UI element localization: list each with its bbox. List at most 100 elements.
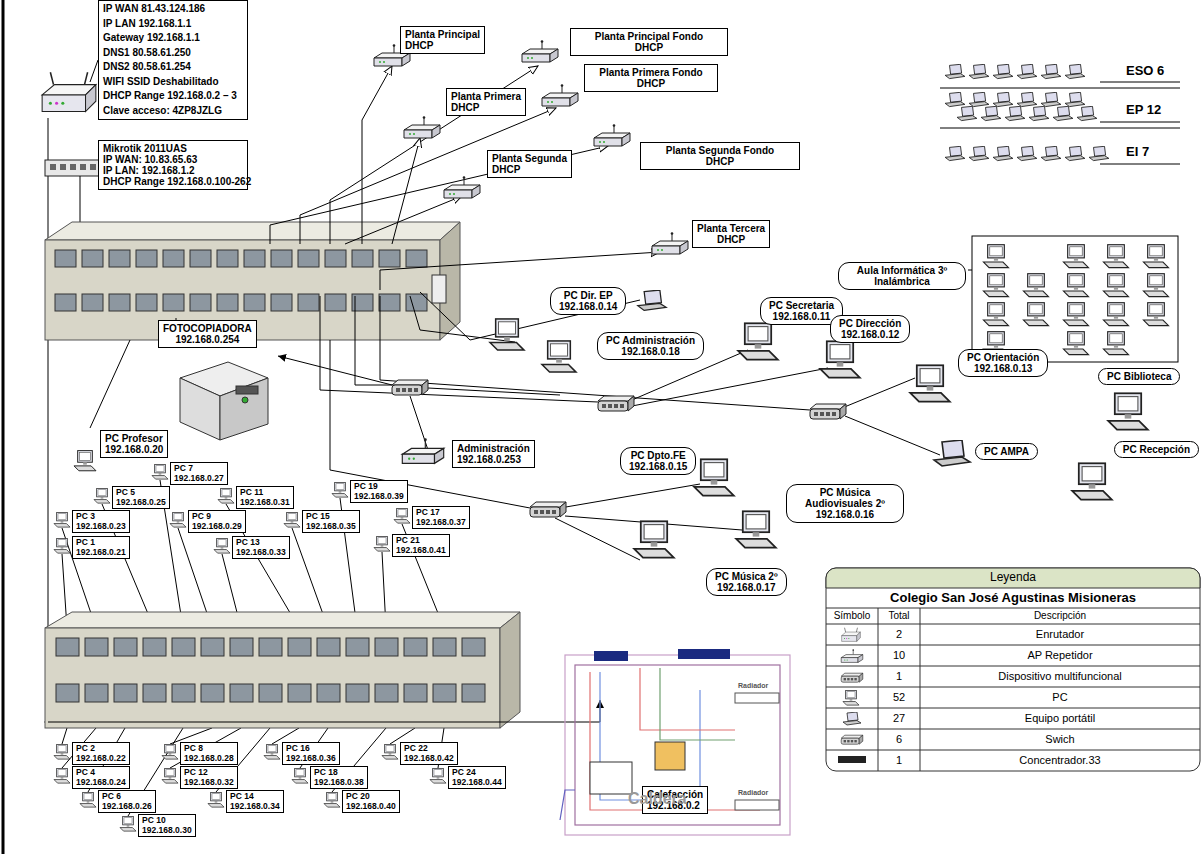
node-text: 192.168.0.26 <box>102 802 152 812</box>
switch-port <box>109 250 130 267</box>
switch-port <box>259 638 282 656</box>
switch-port <box>288 684 311 702</box>
switch-port <box>462 638 485 656</box>
switch-port <box>201 684 224 702</box>
pc-icon <box>208 792 224 807</box>
pc-icon <box>324 792 340 807</box>
pc-icon <box>1064 303 1089 326</box>
pc-icon <box>332 482 348 497</box>
node-text: 192.168.0.31 <box>240 498 290 508</box>
laptop-icon <box>1017 64 1037 78</box>
node-text: 192.168.0.18 <box>606 346 695 357</box>
device-callout: PC Dir. EP192.168.0.14 <box>550 287 626 315</box>
pc-icon <box>162 768 178 783</box>
legend-row-line <box>826 729 1200 730</box>
pc-icon <box>1144 303 1169 326</box>
switch-port <box>114 684 137 702</box>
text-label: Radiador <box>738 682 768 690</box>
laptop-icon <box>957 106 977 120</box>
laptop-icon <box>1041 92 1061 106</box>
node-text: DHCP <box>575 42 723 53</box>
node-text: 192.168.0.23 <box>76 522 126 532</box>
legend-total: 6 <box>878 733 920 746</box>
node-text: PC 15 <box>306 512 356 522</box>
device-callout: PC Recepción <box>1114 441 1199 458</box>
node-text: 192.168.0.39 <box>354 492 404 502</box>
text-label: EP 12 <box>1126 103 1161 118</box>
legend-text: Swich <box>920 733 1200 746</box>
text-label: Total <box>878 610 920 622</box>
node-text: PC Secretaria <box>769 300 834 311</box>
switch-port <box>136 294 157 311</box>
node-text: Planta Primera <box>451 91 521 102</box>
node-text: DHCP <box>697 234 765 245</box>
switch-port <box>85 638 108 656</box>
switch-port <box>462 684 485 702</box>
node-text: DHCP <box>645 156 795 167</box>
node-text: 192.168.0.30 <box>142 826 192 836</box>
laptop-icon <box>1077 106 1097 120</box>
laptop-icon <box>1089 146 1109 160</box>
pc-label: PC 1192.168.0.21 <box>72 536 130 559</box>
node-text: PC Dirección <box>839 318 901 329</box>
node-text: 192.168.0.29 <box>192 522 242 532</box>
switch-port <box>163 294 184 311</box>
network-cable <box>170 728 241 768</box>
laptop-icon <box>1041 146 1061 160</box>
node-text: PC AMPA <box>984 446 1029 457</box>
switch-port <box>317 684 340 702</box>
pc-label: PC 22192.168.0.42 <box>400 742 458 765</box>
pc-icon <box>292 768 308 783</box>
pc-icon <box>1024 274 1049 297</box>
pc-icon <box>1104 303 1129 326</box>
device-callout: Planta Segunda FondoDHCP <box>640 142 800 170</box>
node-text: 192.168.0.254 <box>163 334 252 345</box>
node-text: Mikrotik 2011UAS <box>103 143 243 154</box>
device-callout: Planta Primera FondoDHCP <box>584 64 718 92</box>
pc-label: PC 5192.168.0.25 <box>112 486 170 509</box>
node-text: DHCP Range 192.168.0.2 – 3 <box>103 89 243 104</box>
laptop-icon <box>993 92 1013 106</box>
node-text: 192.168.0.11 <box>769 311 834 322</box>
node-text: PC 11 <box>240 488 290 498</box>
pc-label: PC 24192.168.0.44 <box>448 766 506 789</box>
node-text: 192.168.0.20 <box>105 444 163 455</box>
node-text: 192.168.0.34 <box>230 802 280 812</box>
pc-label: PC 16192.168.0.36 <box>282 742 340 765</box>
node-text: PC 8 <box>184 744 234 754</box>
switch-port <box>406 294 427 311</box>
switch-port <box>172 638 195 656</box>
node-text: FOTOCOPIADORA <box>163 323 252 334</box>
node-text: PC Música Audiovisuales 2º <box>795 487 895 509</box>
pc-label: PC 21192.168.0.41 <box>392 534 450 557</box>
node-text: DNS1 80.58.61.250 <box>103 46 243 61</box>
node-text: IP LAN: 192.168.1.2 <box>103 165 243 176</box>
text-label: Descripción <box>920 610 1200 622</box>
pc-icon <box>1144 274 1169 297</box>
node-text: DHCP <box>492 164 567 175</box>
node-text: 192.168.0.22 <box>76 754 126 764</box>
legend-text: Dispositivo multifuncional <box>920 670 1200 683</box>
node-text: PC 9 <box>192 512 242 522</box>
switch-port <box>271 250 292 267</box>
legend-text: AP Repetidor <box>920 649 1200 662</box>
pc-wires <box>62 480 444 816</box>
switch-port <box>379 294 400 311</box>
device-callout: PC Orientación192.168.0.13 <box>958 349 1048 377</box>
switch-port <box>433 684 456 702</box>
pc-icon <box>1104 332 1129 355</box>
node-text: PC Recepción <box>1123 444 1190 455</box>
node-text: PC Orientación <box>967 352 1039 363</box>
switch-port <box>217 294 238 311</box>
legend-row-line <box>826 750 1200 751</box>
pc-label: PC 15192.168.0.35 <box>302 510 360 533</box>
laptop-icon <box>993 64 1013 78</box>
node-text: PC 14 <box>230 792 280 802</box>
switch-port <box>288 638 311 656</box>
pc-label: PC 20192.168.0.40 <box>342 790 400 813</box>
legend-row-line <box>826 708 1200 709</box>
node-text: PC 19 <box>354 482 404 492</box>
switch-port <box>404 638 427 656</box>
switch-port <box>325 294 346 311</box>
switch-port <box>379 250 400 267</box>
